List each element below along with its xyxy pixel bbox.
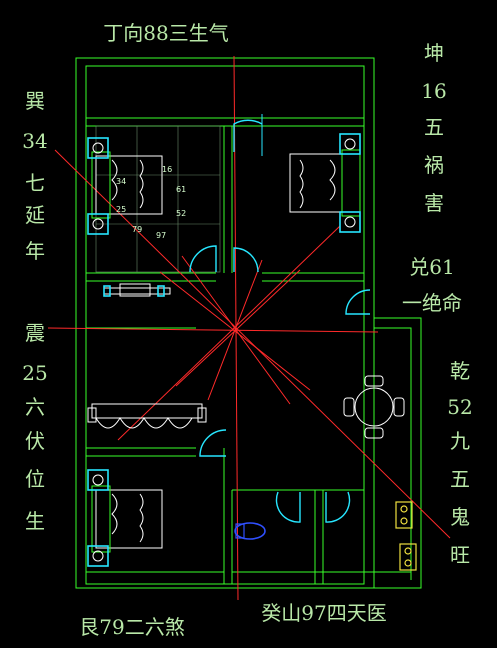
svg-text:五: 五 bbox=[424, 115, 444, 139]
outer-wall-inner bbox=[85, 65, 365, 585]
svg-text:延: 延 bbox=[25, 203, 45, 227]
east-middle-label: 兑61 一绝命 bbox=[402, 255, 462, 315]
top-label: 丁向88三生气 bbox=[103, 21, 228, 45]
axis-diagonal-5 bbox=[207, 259, 263, 401]
walls bbox=[75, 57, 422, 589]
axis-horizontal bbox=[47, 327, 379, 333]
bedroom-grid bbox=[95, 125, 221, 273]
svg-text:旺: 旺 bbox=[450, 543, 470, 567]
sofa bbox=[87, 403, 207, 429]
east-lower-label: 乾 52 九 五 鬼 旺 bbox=[447, 359, 472, 567]
svg-text:坤: 坤 bbox=[424, 41, 444, 65]
svg-text:52: 52 bbox=[447, 395, 472, 419]
svg-text:七: 七 bbox=[25, 171, 45, 195]
svg-text:16: 16 bbox=[421, 79, 446, 103]
grid-number: 34 bbox=[116, 177, 126, 186]
svg-text:34: 34 bbox=[22, 129, 47, 153]
west-upper-label: 巽 34 七 延 年 bbox=[22, 89, 47, 263]
svg-text:鬼: 鬼 bbox=[450, 505, 470, 529]
east-upper-label: 坤 16 五 祸 害 bbox=[421, 41, 446, 215]
west-lower-label: 震 25 六 伏 位 生 bbox=[22, 321, 47, 533]
doors bbox=[189, 114, 371, 523]
bed-lower-left bbox=[87, 469, 163, 567]
svg-text:乾: 乾 bbox=[450, 359, 470, 383]
svg-text:位: 位 bbox=[25, 467, 45, 491]
stove bbox=[395, 501, 417, 571]
svg-text:害: 害 bbox=[424, 191, 444, 215]
svg-text:九: 九 bbox=[450, 429, 470, 453]
tv-cabinet bbox=[103, 283, 171, 297]
axis-diagonal-6 bbox=[175, 269, 301, 387]
bottom-left-label: 艮79二六煞 bbox=[79, 615, 184, 639]
grid-number: 97 bbox=[156, 231, 166, 240]
east-wing-wall-inner bbox=[374, 327, 412, 580]
grid-number: 61 bbox=[176, 185, 186, 194]
svg-text:生: 生 bbox=[25, 509, 45, 533]
svg-text:震: 震 bbox=[25, 321, 45, 345]
bottom-center-label: 癸山97四天医 bbox=[261, 601, 386, 625]
svg-text:巽: 巽 bbox=[25, 89, 45, 113]
svg-text:五: 五 bbox=[450, 467, 470, 491]
axis-diagonal-1 bbox=[54, 149, 451, 539]
east-wing-wall bbox=[374, 317, 422, 589]
svg-text:伏: 伏 bbox=[25, 429, 45, 453]
svg-text:年: 年 bbox=[25, 239, 45, 263]
svg-text:六: 六 bbox=[25, 395, 45, 419]
grid-numbers: 16 34 61 25 52 79 97 bbox=[116, 165, 186, 240]
grid-number: 52 bbox=[176, 209, 186, 218]
grid-number: 79 bbox=[132, 225, 142, 234]
grid-number: 16 bbox=[162, 165, 172, 174]
bed-upper-left bbox=[87, 137, 163, 235]
svg-text:兑61: 兑61 bbox=[409, 255, 454, 279]
svg-text:祸: 祸 bbox=[424, 153, 444, 177]
toilet bbox=[234, 522, 266, 540]
outer-wall bbox=[75, 57, 375, 589]
svg-text:一绝命: 一绝命 bbox=[402, 291, 462, 315]
dining-table bbox=[343, 375, 405, 439]
axis-diagonal-2 bbox=[117, 225, 341, 441]
svg-text:25: 25 bbox=[22, 361, 47, 385]
bed-upper-right bbox=[289, 133, 361, 233]
grid-number: 25 bbox=[116, 205, 126, 214]
